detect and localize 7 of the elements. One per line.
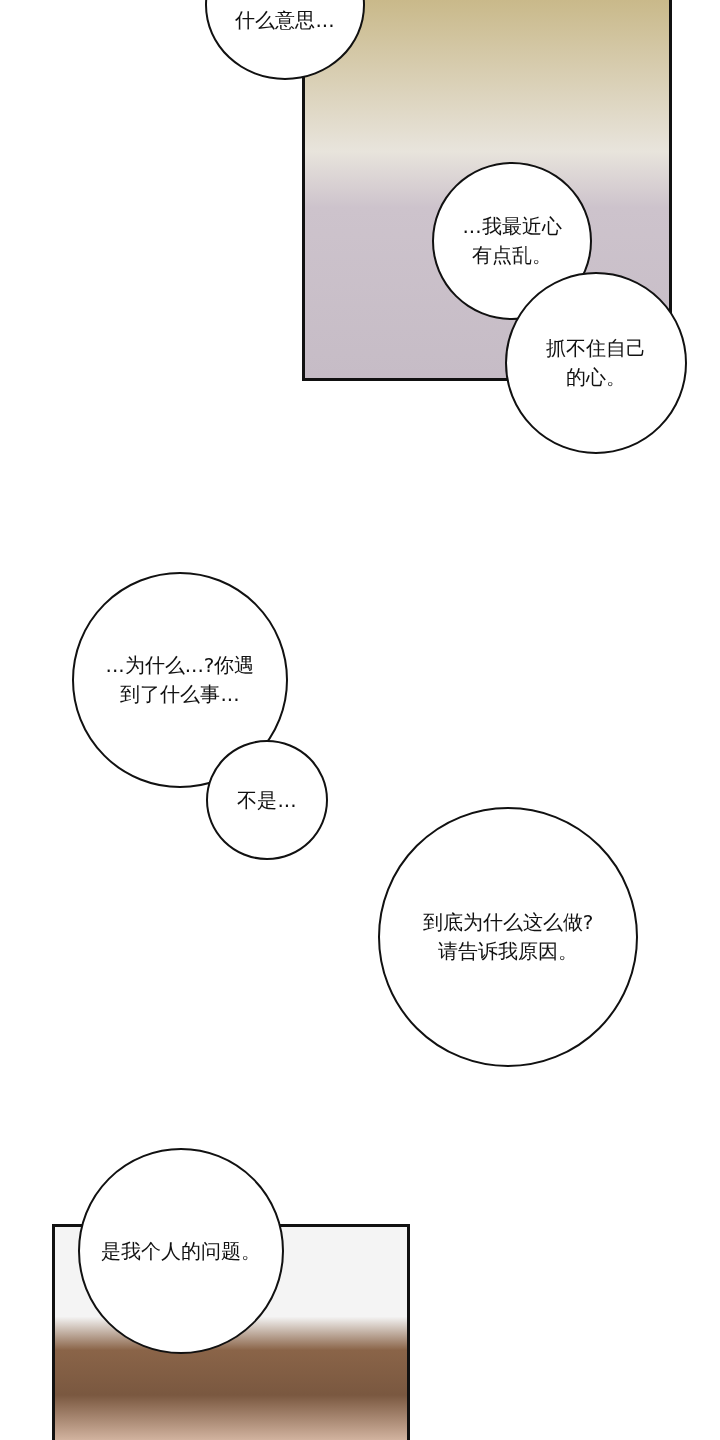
dialogue-text: 到底为什么这么做?请告诉我原因。 <box>421 909 595 965</box>
dialogue-text: 什么意思... <box>234 7 336 34</box>
dialogue-text: 是我个人的问题。 <box>100 1237 262 1265</box>
dialogue-text: 不是... <box>236 786 298 814</box>
dialogue-text: 抓不住自己的心。 <box>545 335 647 391</box>
dialogue-text: ...我最近心有点乱。 <box>461 213 563 269</box>
dialogue-text: ...为什么...?你遇到了什么事... <box>105 652 255 708</box>
